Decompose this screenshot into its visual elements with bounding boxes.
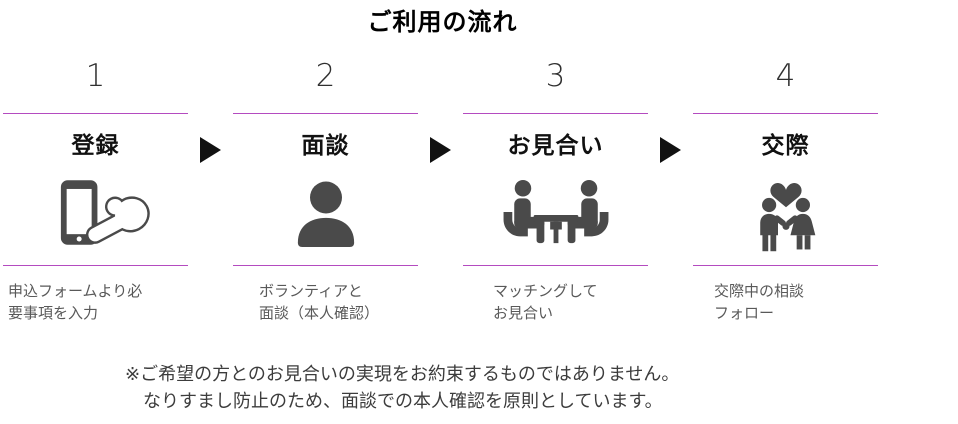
couple-heart-icon: [693, 160, 878, 265]
step-body: お見合い: [463, 113, 648, 266]
note-line: なりすまし防止のため、面談での本人確認を原則としています。: [143, 391, 663, 411]
step-description: マッチングして お見合い: [463, 281, 648, 325]
step-column-registration: 1 登録: [3, 55, 188, 325]
step-title: 面談: [301, 132, 350, 158]
step-number: 1: [85, 58, 106, 94]
arrow-right-icon: [200, 137, 221, 163]
step-title: 登録: [71, 132, 120, 158]
step-description-line: マッチングして: [493, 283, 598, 300]
step-description-line: 要事項を入力: [8, 305, 99, 322]
arrow-right-icon: [430, 137, 451, 163]
smartphone-tap-icon: [3, 160, 188, 265]
step-body: 面談: [233, 113, 418, 266]
step-body: 登録: [3, 113, 188, 266]
page-title: ご利用の流れ: [367, 9, 518, 36]
step-number: 3: [545, 58, 566, 94]
step-column-interview: 2 面談 ボランティアと 面談（本人確認）: [233, 55, 418, 325]
step-description-line: お見合い: [493, 305, 554, 322]
disclaimer-note: ※ご希望の方とのお見合いの実現をお約束するものではありません。 なりすまし防止の…: [125, 361, 882, 415]
arrow-right-icon: [660, 137, 681, 163]
meeting-table-icon: [463, 160, 648, 265]
note-line: ※ご希望の方とのお見合いの実現をお約束するものではありません。: [125, 364, 680, 384]
flow-steps: 1 登録: [3, 55, 882, 325]
step-title: お見合い: [507, 132, 604, 158]
step-description: 交際中の相談 フォロー: [693, 281, 878, 325]
step-number: 4: [775, 58, 796, 94]
step-body: 交際: [693, 113, 878, 266]
step-description-line: ボランティアと: [259, 283, 363, 300]
step-description: 申込フォームより必 要事項を入力: [3, 281, 188, 325]
step-column-matchmaking: 3: [463, 55, 648, 325]
step-description-line: 交際中の相談: [714, 283, 805, 300]
step-description-line: 面談（本人確認）: [259, 305, 380, 322]
step-description: ボランティアと 面談（本人確認）: [233, 281, 418, 325]
step-title: 交際: [761, 132, 810, 158]
step-column-dating: 4 交際: [693, 55, 878, 325]
person-icon: [233, 160, 418, 265]
usage-flow-diagram: ご利用の流れ 1 登録: [0, 6, 958, 424]
step-number: 2: [315, 58, 336, 94]
step-description-line: 申込フォームより必: [8, 283, 143, 300]
step-description-line: フォロー: [714, 305, 775, 322]
